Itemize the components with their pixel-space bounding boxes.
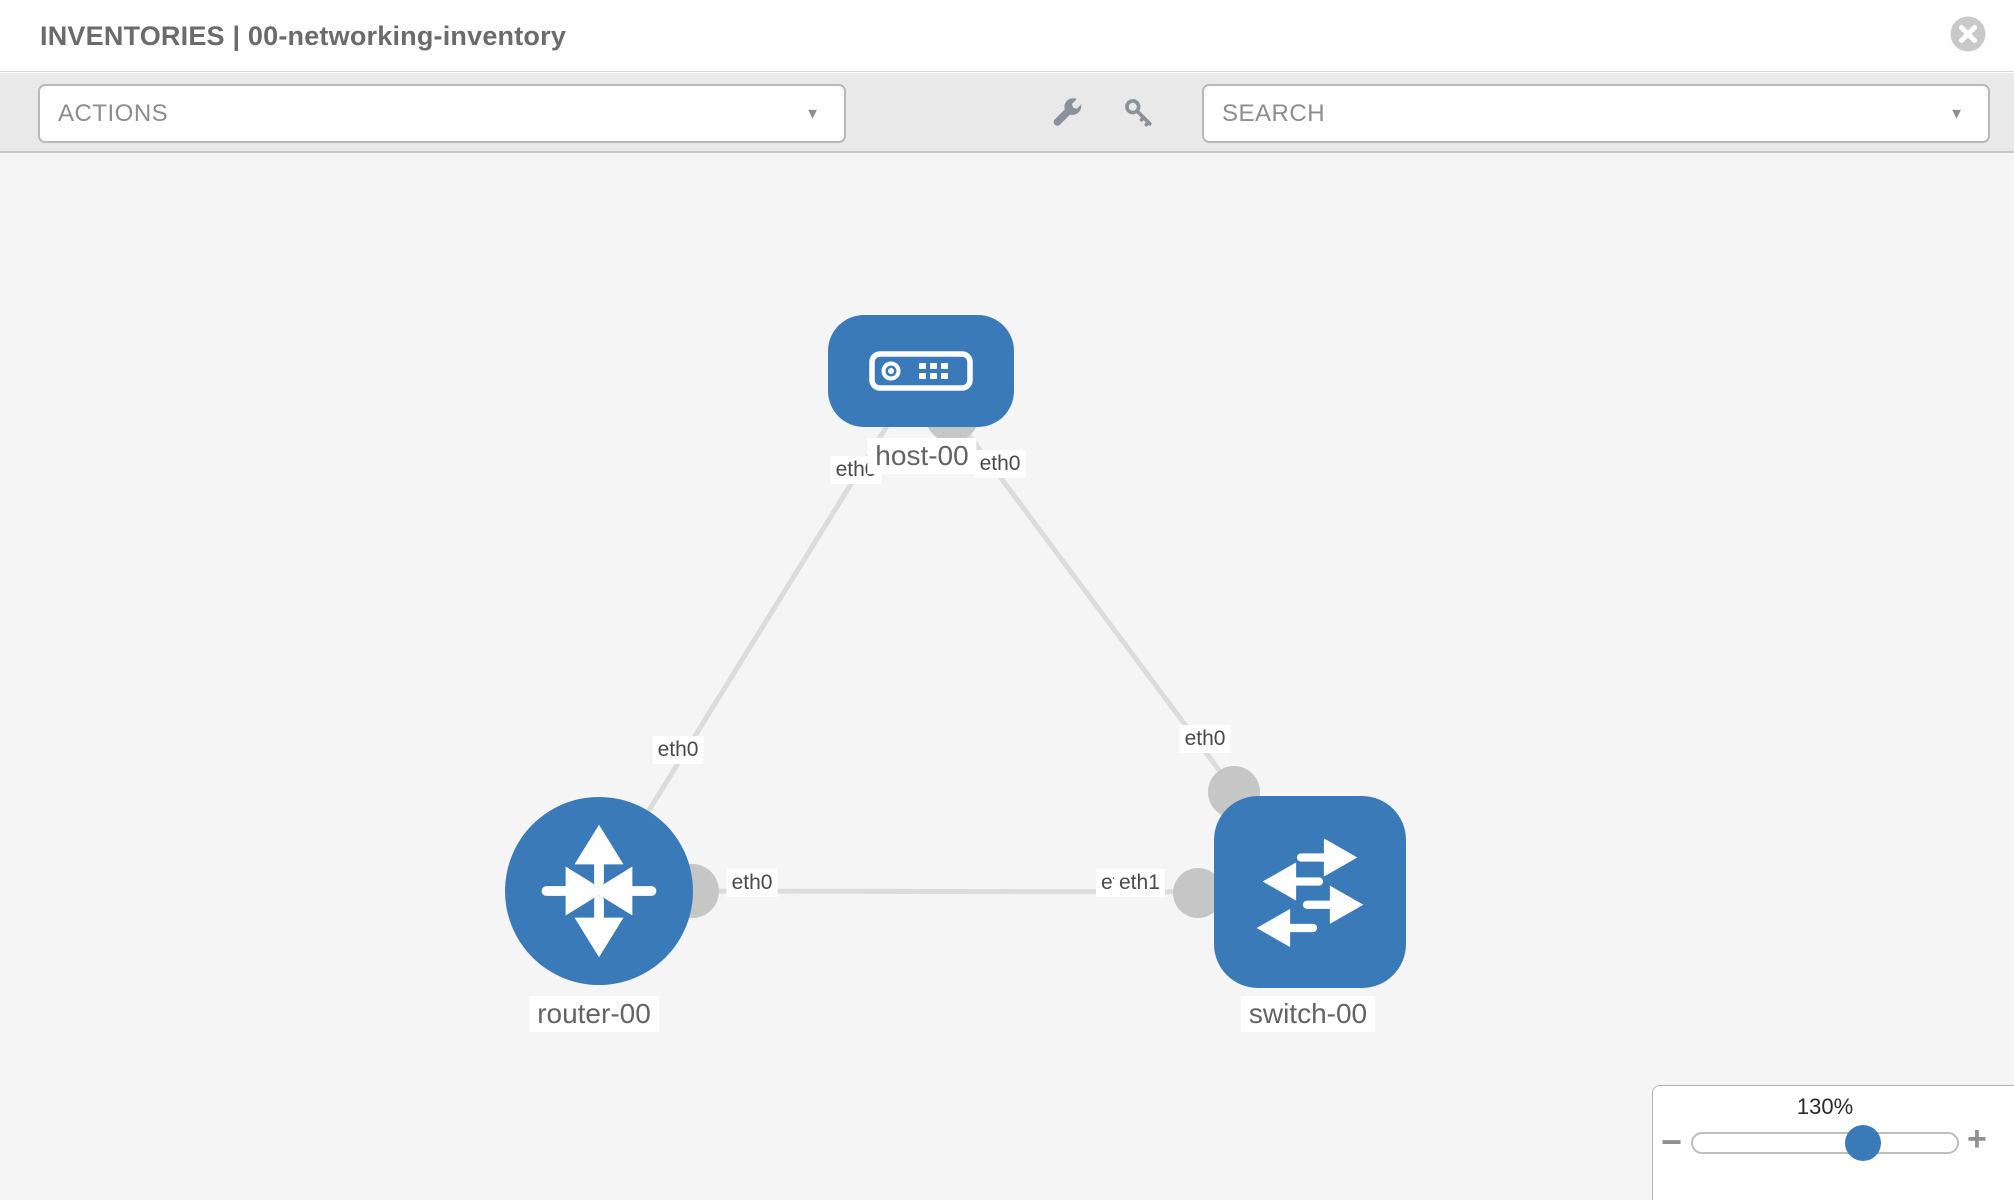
iface-label-switch-to-router: eth1 <box>1114 869 1165 897</box>
node-label-router-00: router-00 <box>529 996 659 1032</box>
search-dropdown[interactable]: SEARCH ▼ <box>1202 84 1990 143</box>
node-label-host-00: host-00 <box>867 438 977 474</box>
search-dropdown-label: SEARCH <box>1222 99 1326 127</box>
zoom-slider[interactable] <box>1691 1125 1959 1161</box>
zoom-value: 130% <box>1796 1094 1854 1119</box>
wrench-icon[interactable] <box>1052 97 1084 129</box>
zoom-slider-thumb[interactable] <box>1845 1125 1881 1161</box>
interface-connector-switch-left <box>1173 868 1223 918</box>
node-label-switch-00: switch-00 <box>1240 996 1376 1032</box>
router-icon <box>541 824 657 958</box>
toolbar: ACTIONS ▼ SEARCH ▼ <box>0 73 2014 153</box>
actions-dropdown[interactable]: ACTIONS ▼ <box>38 84 846 143</box>
node-switch-00[interactable] <box>1214 796 1406 988</box>
node-host-00[interactable] <box>828 315 1014 427</box>
zoom-panel: 130% − + <box>1652 1085 2014 1200</box>
actions-dropdown-label: ACTIONS <box>58 99 169 127</box>
close-button[interactable] <box>1949 15 1987 53</box>
topology-wires <box>596 369 1313 918</box>
iface-label-router-to-host: eth0 <box>652 736 704 764</box>
page-title: INVENTORIES | 00-networking-inventory <box>40 21 567 51</box>
iface-label-host-to-switch: eth0 <box>974 450 1026 478</box>
node-router-00[interactable] <box>505 797 693 985</box>
toolbar-icons <box>1052 73 1156 153</box>
chevron-down-icon: ▼ <box>1949 105 1964 122</box>
chevron-down-icon: ▼ <box>805 105 820 122</box>
iface-label-switch-to-host: eth0 <box>1179 725 1231 753</box>
topology-canvas[interactable]: host-00 router-00 switch-00 eth0 eth0 et… <box>0 153 2014 1200</box>
zoom-in-button[interactable]: + <box>1967 1120 1987 1158</box>
zoom-out-button[interactable]: − <box>1661 1121 1683 1162</box>
header: INVENTORIES | 00-networking-inventory <box>0 0 2014 72</box>
key-icon[interactable] <box>1122 96 1156 130</box>
host-icon <box>869 351 973 391</box>
iface-label-router-to-switch: eth0 <box>726 869 778 897</box>
switch-icon <box>1256 838 1364 948</box>
close-icon <box>1950 16 1986 52</box>
